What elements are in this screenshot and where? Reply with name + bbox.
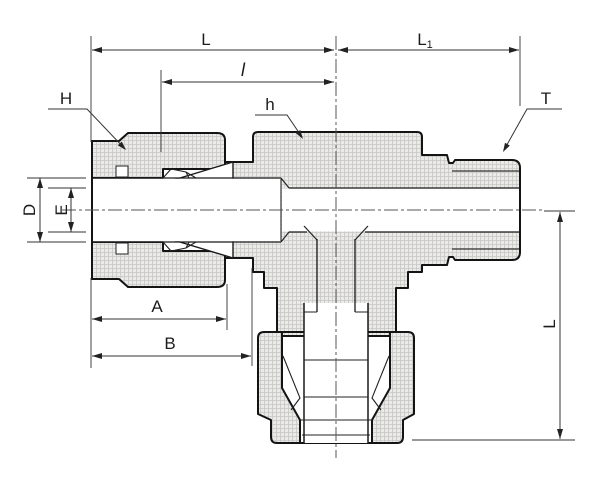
dim-D xyxy=(27,177,86,243)
dim-label-D: D xyxy=(20,204,39,216)
front-back-ferrules-branch xyxy=(282,355,390,411)
dim-L xyxy=(90,36,334,142)
leader-h xyxy=(255,114,303,139)
dim-label-L-vertical: L xyxy=(540,319,559,328)
front-back-ferrules-left xyxy=(115,165,197,255)
dim-label-L1-base: L xyxy=(417,30,426,49)
dim-L1 xyxy=(338,36,521,106)
dim-label-L1: L1 xyxy=(417,30,433,51)
tee-body xyxy=(224,131,521,337)
dim-label-B: B xyxy=(164,334,175,353)
dim-A xyxy=(90,278,228,368)
branch-compression-nut xyxy=(257,331,415,444)
leader-label-T: T xyxy=(541,89,551,108)
dim-B xyxy=(92,268,253,366)
leader-H xyxy=(48,108,126,150)
dim-E xyxy=(48,187,86,233)
leader-label-h: h xyxy=(265,95,274,114)
dim-label-l: l xyxy=(241,60,246,80)
dim-label-L: L xyxy=(201,30,210,49)
dim-label-L1-sub: 1 xyxy=(427,39,433,51)
leader-label-H: H xyxy=(60,89,72,108)
leader-T xyxy=(503,108,562,152)
male-thread-detail xyxy=(452,170,519,250)
dim-l xyxy=(160,70,334,152)
dim-L-vertical xyxy=(412,210,575,441)
dim-label-E: E xyxy=(52,204,71,215)
dim-label-A: A xyxy=(151,297,163,316)
